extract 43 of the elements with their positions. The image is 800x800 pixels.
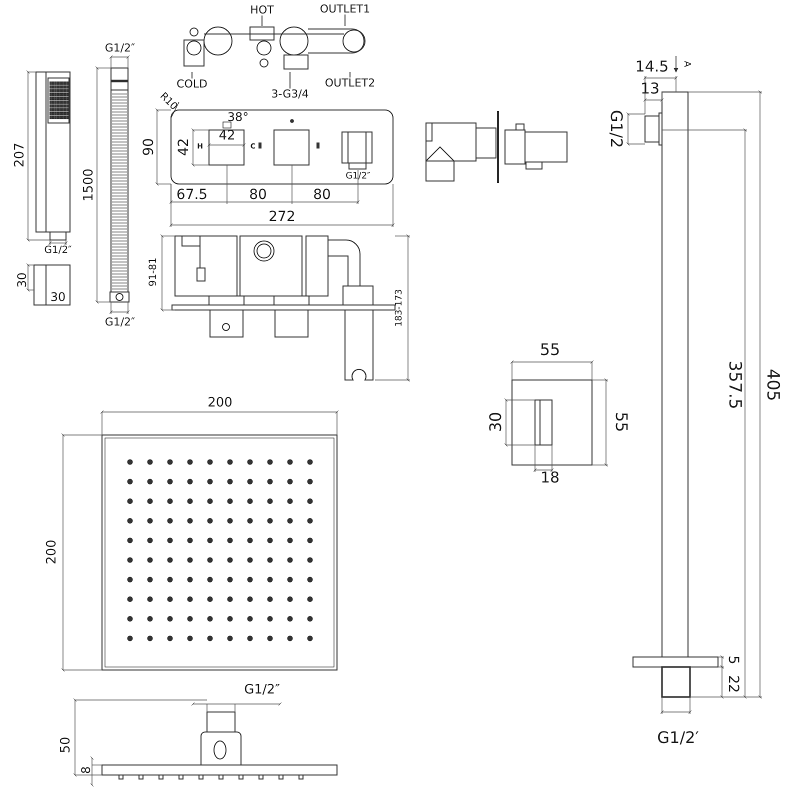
leader-line [344, 14, 346, 26]
dimension-label: 91-81 [149, 257, 159, 287]
dimension-label: 13 [640, 82, 660, 96]
dimension-label: 30 [488, 412, 504, 432]
dimension-label: 90 [142, 138, 156, 156]
dimension-label: 1500 [82, 168, 96, 202]
dimension-label: G1/2″ [44, 246, 72, 256]
dimension-label: 42 [218, 130, 236, 142]
dimension-label: 18 [540, 470, 560, 486]
dimension-label: 67.5 [176, 188, 208, 202]
dimension-label: R10 [158, 92, 178, 112]
dimension-label: G1/2″ [104, 316, 136, 328]
dimension-label: 272 [268, 210, 296, 224]
dimension-label: 22 [726, 675, 740, 693]
dimension-label: 38° [227, 111, 249, 123]
part-label: 3-G3/4 [271, 88, 309, 100]
dimension-label: A [682, 60, 690, 68]
dimension-label: 30 [16, 272, 28, 288]
part-label: OUTLET1 [320, 4, 370, 14]
dimension-label: 55 [540, 342, 560, 358]
dimension-label: 357.5 [726, 360, 742, 410]
part-label: HOT [250, 4, 274, 16]
dimension-label: 80 [249, 188, 267, 202]
dimension-label: G1/2″ [346, 172, 370, 182]
dimension-label: G1/2″ [104, 42, 136, 54]
dimension-label: 30 [50, 291, 66, 303]
dimension-label: 80 [313, 188, 331, 202]
dimension-label: 50 [60, 736, 72, 754]
dimension-label: 207 [14, 142, 26, 168]
dimension-label: 8 [80, 766, 92, 774]
part-label: OUTLET2 [324, 78, 376, 88]
dimension-label: 183-173 [396, 289, 404, 327]
dimension-label: G1/2 [608, 110, 624, 148]
dimension-label: 55 [613, 412, 629, 432]
dimension-label: 5 [726, 656, 740, 664]
dimension-label: 200 [46, 540, 58, 564]
dimension-label: 42 [177, 138, 191, 156]
dimension-label: 200 [208, 396, 232, 410]
part-label: COLD [176, 78, 208, 90]
dimension-label: 405 [764, 368, 780, 402]
dimension-label: 14.5 [635, 60, 669, 74]
dimension-label: G1/2″ [244, 684, 280, 696]
dimension-label: G1/2′ [657, 730, 699, 746]
